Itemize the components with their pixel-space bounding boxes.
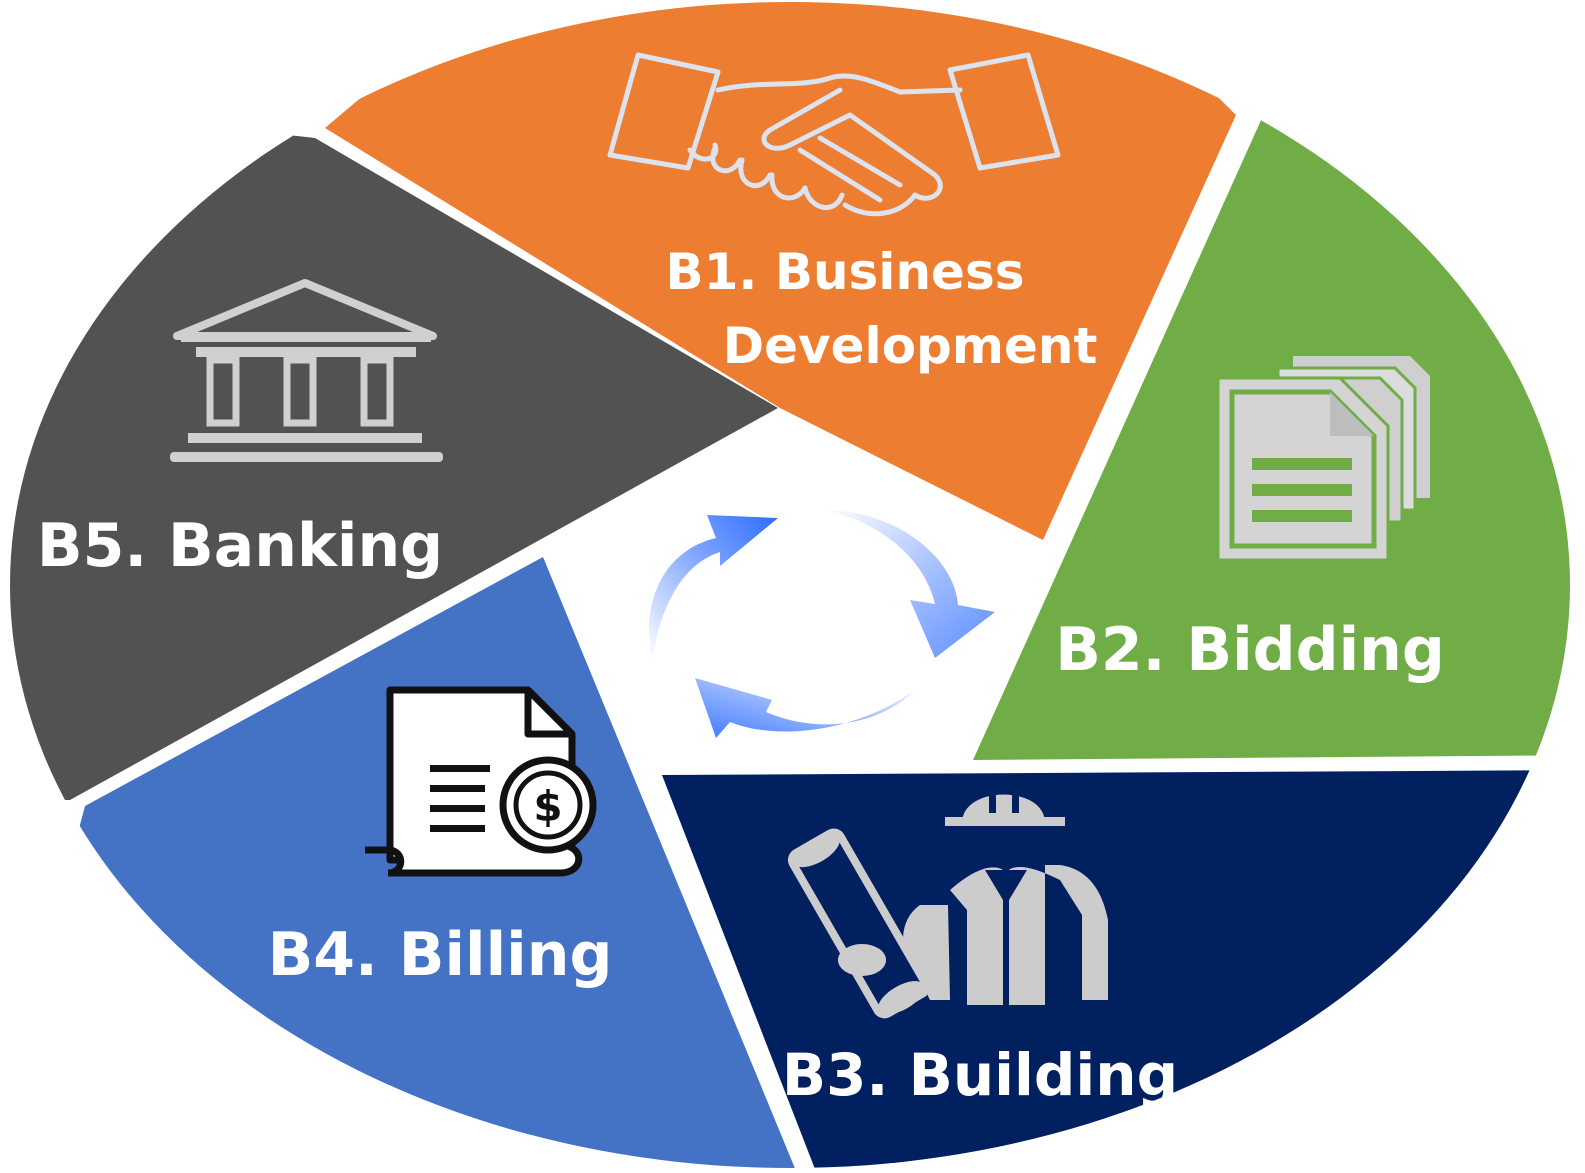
b1-label-line2: Development: [723, 317, 1098, 375]
b2-label: B2. Bidding: [1055, 615, 1445, 685]
segment-b5-label: B5. Banking: [37, 511, 443, 581]
segment-b3: [662, 770, 1570, 1168]
engineer-icon: [787, 785, 1108, 1019]
segment-b3-label: B3. Building: [782, 1041, 1178, 1109]
segment-b1: [325, 2, 1236, 540]
cycle-arrows-icon: [649, 510, 995, 738]
handshake-icon: [607, 52, 1061, 217]
invoice-icon: $: [365, 686, 597, 877]
segment-b4-label: B4. Billing: [268, 920, 613, 990]
segment-b1-label: B1. Business Development: [666, 243, 1098, 375]
b4-label: B4. Billing: [268, 920, 613, 990]
segment-b2-label: B2. Bidding: [1055, 615, 1445, 685]
svg-text:$: $: [533, 782, 562, 831]
documents-icon: [1216, 356, 1430, 562]
b3-label: B3. Building: [782, 1041, 1178, 1109]
b5-label: B5. Banking: [37, 511, 443, 581]
segment-b5: [10, 100, 778, 800]
b1-label-line1: B1. Business: [666, 243, 1025, 301]
bank-icon: [170, 279, 443, 462]
